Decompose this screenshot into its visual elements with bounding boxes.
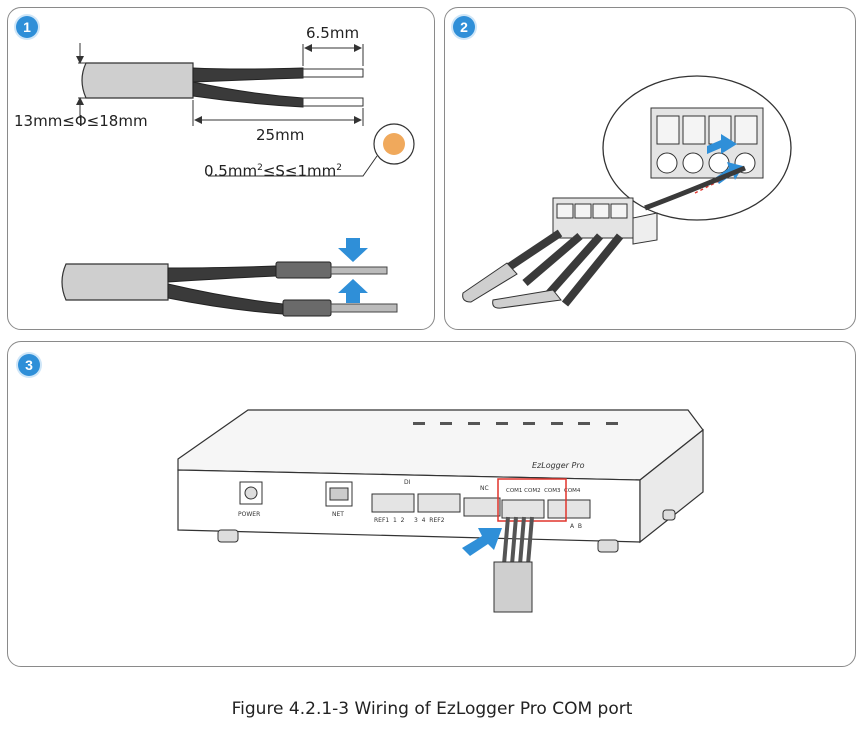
di-label: DI [404,479,411,486]
diameter-range-label: 13mm≤Φ≤18mm [14,112,148,130]
di-terminal-2 [417,493,461,513]
crimp-arrow-down [338,238,368,262]
cable-bundle [493,561,533,613]
cable-stripping-diagram: 6.5mm 13mm≤Φ≤18mm 25mm 0.5mm2≤S≤1mm2 [14,24,415,317]
ezlogger-device-diagram: EzLogger Pro POWER NET DI REF1 1 2 3 4 R… [177,409,704,613]
figure-caption: Figure 4.2.1-3 Wiring of EzLogger Pro CO… [231,699,633,719]
net-label: NET [332,511,344,518]
wire-upper-stripped [302,68,364,78]
di-terminal-1 [371,493,415,513]
power-label: POWER [238,511,260,518]
ab-labels: A B [570,523,582,530]
cable-sheath [81,62,194,99]
com-terminal-1 [501,499,545,519]
wire-lower-stripped [302,97,364,107]
nc-label: NC [480,485,489,492]
strip-length-label: 6.5mm [306,24,359,42]
step-3-badge: 3 [18,354,40,376]
cable-left [462,262,518,303]
step-1-panel: 1 6.5mm 13mm≤Φ≤18mm 25mm 0.5mm2≤S≤1mm2 [7,7,435,330]
connector-insertion-diagram [462,75,792,309]
step-1-badge: 1 [16,16,38,38]
cable-right [492,289,562,309]
com-terminal-2 [547,499,591,519]
insert-arrow [462,528,502,556]
device-top [177,409,704,481]
device-name: EzLogger Pro [532,461,585,470]
nc-terminal [463,497,501,517]
cross-section-label: 0.5mm2≤S≤1mm2 [204,162,342,180]
com-label: COM1 COM2 COM3 COM4 [506,488,581,494]
wire-upper [192,67,304,83]
step-3-panel: 3 EzLogger Pro POWER NET DI [7,341,856,667]
ferrule-lower [282,299,332,317]
magnified-push-arrow [707,134,737,154]
step-2-panel: 2 [444,7,856,330]
di-pin-labels: REF1 1 2 3 4 REF2 [374,517,445,524]
crimp-arrow-up [338,279,368,303]
ferrule-upper [275,261,332,279]
sheath-length-label: 25mm [256,126,304,144]
step-2-badge: 2 [453,16,475,38]
wire-lower [192,81,304,108]
